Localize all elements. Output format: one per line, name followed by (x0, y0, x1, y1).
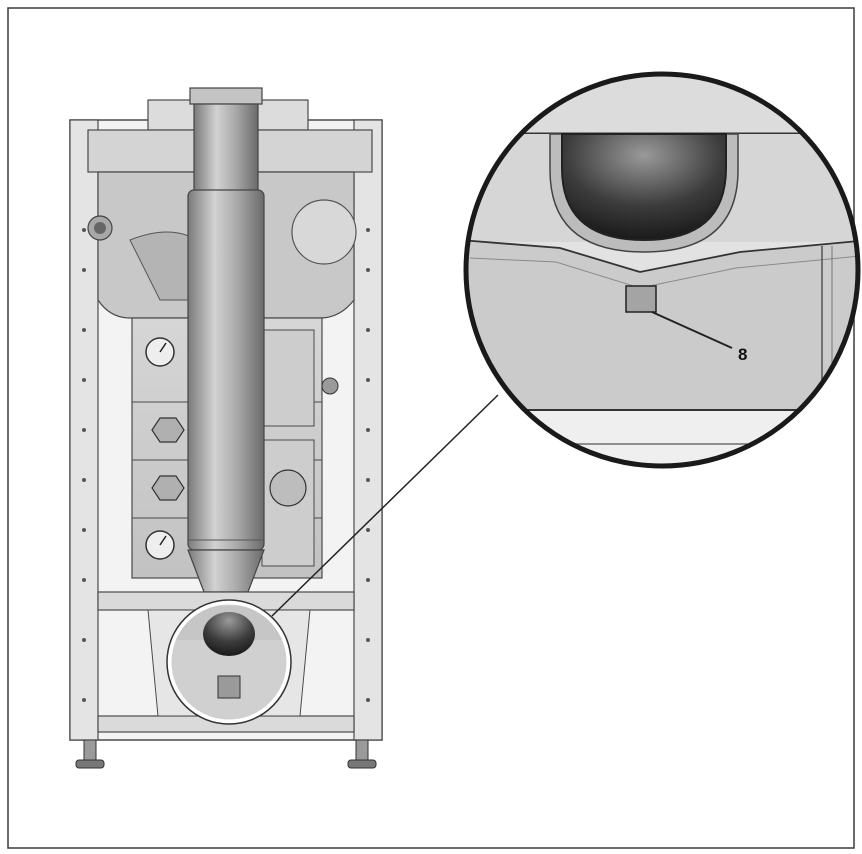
detail-highlight-circle (169, 602, 289, 722)
boiler-cabinet (69, 87, 383, 769)
callout-label: 8 (738, 345, 748, 364)
leader-line (271, 394, 499, 617)
